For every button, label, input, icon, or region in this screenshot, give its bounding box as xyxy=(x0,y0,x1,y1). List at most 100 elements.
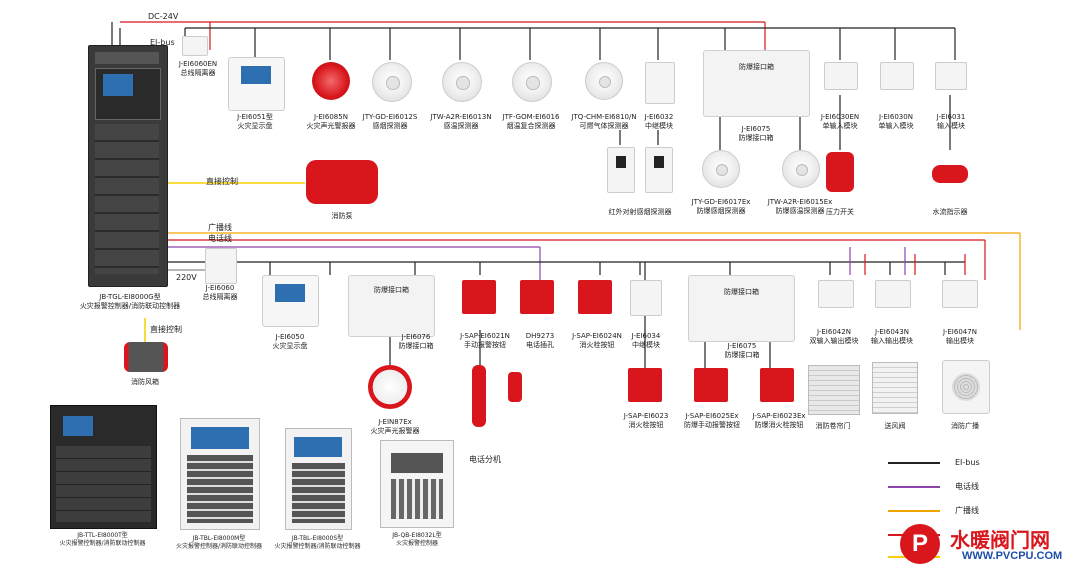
eibus-top xyxy=(111,22,956,150)
isolator-top xyxy=(182,36,208,56)
ex-heat-detector xyxy=(782,150,820,188)
legend-eibus: EI-bus xyxy=(955,458,980,467)
smoke-fan xyxy=(124,342,168,372)
watermark-url: WWW.PVCPU.COM xyxy=(962,550,1063,562)
controller-c-label: JB-TBL-EI8000S型火灾报警控制器/消防联动控制器 xyxy=(274,535,361,550)
sounder xyxy=(312,62,350,100)
legend-broadcast: 广播线 xyxy=(955,506,979,515)
phone-handset-small xyxy=(508,372,522,402)
legend-line-phone xyxy=(888,486,940,488)
pressure-label: 压力开关 xyxy=(826,208,854,216)
legend-line-eibus xyxy=(888,462,940,464)
isolator-mid xyxy=(205,248,237,284)
ex-box-mid-title: 防爆接口箱 xyxy=(374,286,409,294)
ex-hydrant-button xyxy=(760,368,794,402)
eibus-label: EI-bus xyxy=(150,38,175,47)
ex-box-top-title: 防爆接口箱 xyxy=(739,63,774,71)
valve-label: 送风阀 xyxy=(884,422,906,430)
speaker-label: 消防广播 xyxy=(951,422,979,430)
watermark: P 水暖阀门网 WWW.PVCPU.COM xyxy=(900,520,1080,570)
single-input-2 xyxy=(880,62,914,90)
controller-b-label: JB-TBL-EI8000M型火灾报警控制器/消防联动控制器 xyxy=(175,535,263,550)
controller-a xyxy=(50,405,157,529)
display-top xyxy=(228,57,285,111)
ex-sounder xyxy=(368,365,412,409)
ir-beam-2 xyxy=(645,147,673,193)
heat-detector xyxy=(442,62,482,102)
controller-a-label: JB-TTL-EI8000T型火灾报警控制器/消防联动控制器 xyxy=(59,532,146,547)
watermark-logo: P xyxy=(900,524,940,564)
input-module xyxy=(935,62,967,90)
speaker xyxy=(942,360,990,414)
ir-beam-label: 红外对射感烟探测器 xyxy=(608,208,672,216)
phone-handset xyxy=(472,365,486,427)
pump-label: 消防泵 xyxy=(331,212,353,220)
main-controller xyxy=(88,45,168,287)
composite-detector xyxy=(512,62,552,102)
display-top-label: J-EI6051型火灾显示盘 xyxy=(237,113,273,130)
smoke-detector xyxy=(372,62,412,102)
dc24-line xyxy=(120,21,766,50)
phone-label: 电话线 xyxy=(208,234,232,243)
relay-top xyxy=(645,62,675,104)
controller-label: JB-TGL-EI8000G型火灾报警控制器/消防联动控制器 xyxy=(79,293,181,310)
fan-label: 消防风箱 xyxy=(131,378,159,386)
direct-control-label-2: 直接控制 xyxy=(150,325,182,334)
roller-shutter xyxy=(808,365,860,415)
flow-label: 水流指示器 xyxy=(932,208,968,216)
direct-control-label: 直接控制 xyxy=(206,177,238,186)
pressure-switch xyxy=(826,152,854,192)
controller-d-label: JB-QB-EI8032L型火灾报警控制器 xyxy=(392,532,442,547)
single-input-1 xyxy=(824,62,858,90)
dc24-label: DC-24V xyxy=(148,12,179,21)
legend-line-broadcast xyxy=(888,510,940,512)
air-valve xyxy=(872,362,918,414)
relay-mid xyxy=(630,280,662,316)
ex-box-mid2: 防爆接口箱 xyxy=(688,275,795,342)
roller-label: 消防卷帘门 xyxy=(815,422,851,430)
ex-manual-button xyxy=(694,368,728,402)
controller-b xyxy=(180,418,260,530)
fire-pump xyxy=(306,160,378,204)
display-mid xyxy=(262,275,319,327)
io-module xyxy=(875,280,911,308)
gas-detector xyxy=(585,62,623,100)
ir-beam-1 xyxy=(607,147,635,193)
controller-c xyxy=(285,428,352,530)
controller-d xyxy=(380,440,454,528)
hydrant-button xyxy=(578,280,612,314)
phone-jack xyxy=(520,280,554,314)
broadcast-label: 广播线 xyxy=(208,223,232,232)
watermark-name: 水暖阀门网 xyxy=(950,528,1050,552)
manual-button xyxy=(462,280,496,314)
phone-ext-label: 电话分机 xyxy=(469,455,501,464)
v220-label: 220V xyxy=(176,273,197,282)
dual-io-module xyxy=(818,280,854,308)
